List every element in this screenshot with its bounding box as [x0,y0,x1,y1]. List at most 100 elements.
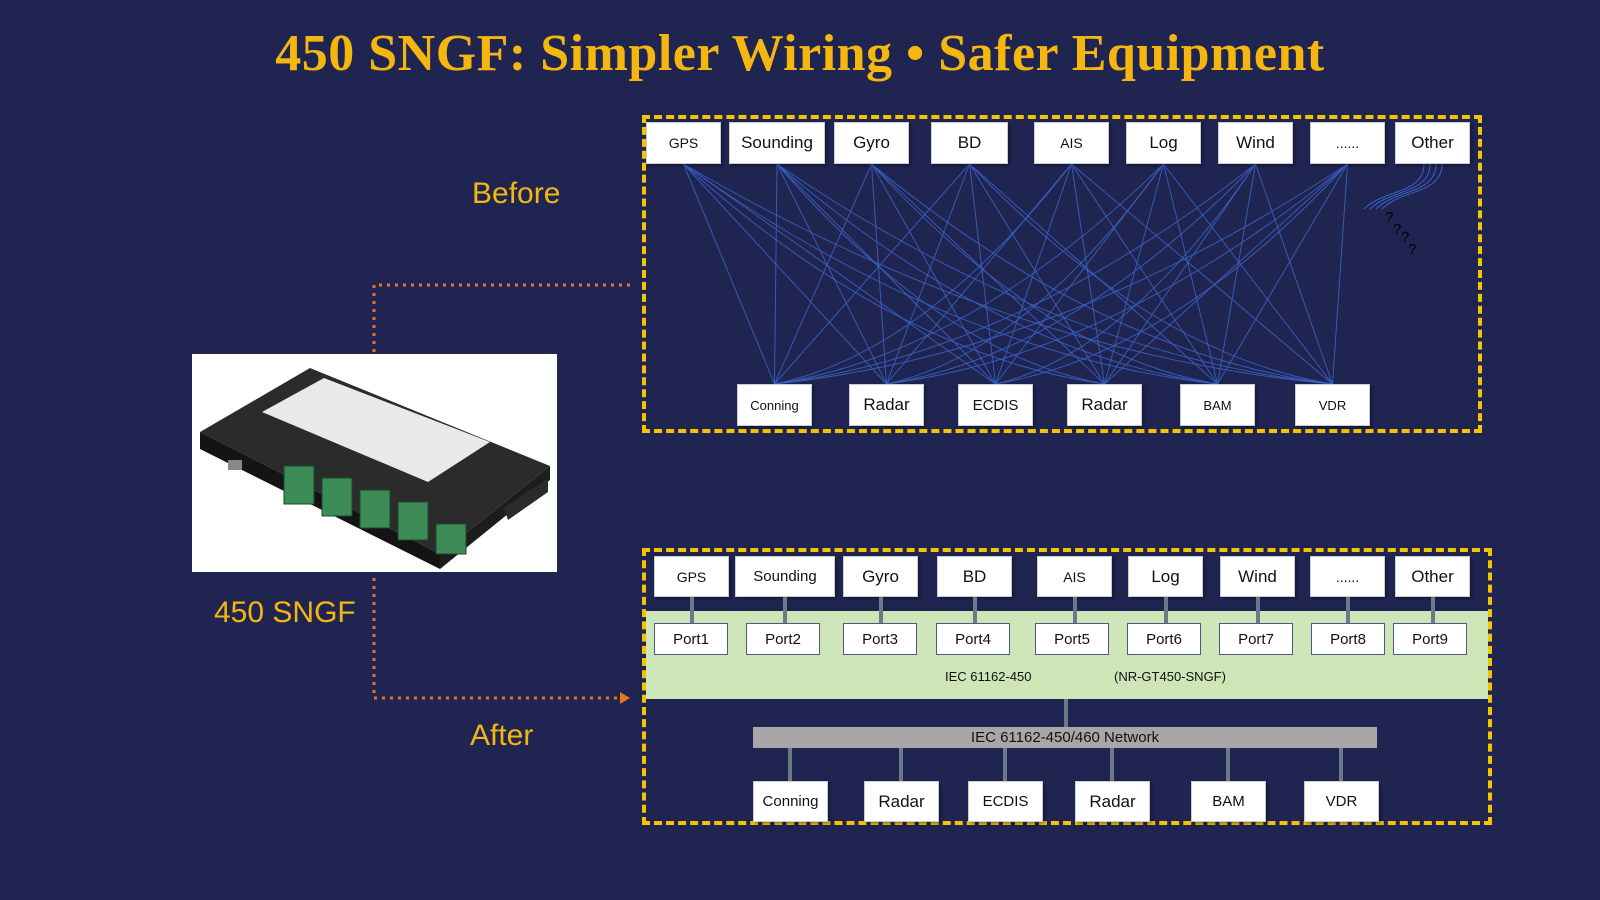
question-mark: ? [1401,229,1409,246]
sink-link [1226,748,1230,781]
device-label: 450 SNGF [214,596,356,629]
wire [683,163,1105,385]
sink-link [1110,748,1114,781]
gateway-port-2: Port2 [746,623,820,655]
wire [871,163,996,385]
after-source-bd: BD [937,556,1012,597]
before-source-gyro: Gyro [834,122,909,164]
after-sink-radar-3: Radar [1075,781,1150,822]
sink-link [1003,748,1007,781]
wire [683,163,775,385]
gateway-port-3: Port3 [843,623,917,655]
before-sink-ecdis-2: ECDIS [958,384,1033,426]
gateway-port-9: Port9 [1393,623,1467,655]
after-source-more-7: ...... [1310,556,1385,597]
before-diagram-frame [642,115,1482,433]
after-source-sounding: Sounding [735,556,835,597]
gateway-model: (NR-GT450-SNGF) [1114,669,1226,684]
wire [1071,163,1105,385]
after-diagram-frame [642,548,1492,825]
network-bar: IEC 61162-450/460 Network [753,727,1377,748]
gateway-port-5: Port5 [1035,623,1109,655]
wire [1071,163,1218,385]
before-source-log: Log [1126,122,1201,164]
before-sink-radar-1: Radar [849,384,924,426]
wire [886,163,970,385]
wire [683,163,1218,385]
wire [969,163,1105,385]
question-mark: ? [1408,241,1416,258]
gateway-port-6: Port6 [1127,623,1201,655]
wire [683,163,996,385]
before-source-bd: BD [931,122,1008,164]
gateway-port-7: Port7 [1219,623,1293,655]
wire [776,163,996,385]
wire [1217,163,1256,385]
after-source-wind: Wind [1220,556,1295,597]
after-source-gyro: Gyro [843,556,918,597]
after-sink-ecdis-2: ECDIS [968,781,1043,822]
sink-link [1339,748,1343,781]
wire [1071,163,1333,385]
wire [774,163,1256,385]
after-source-log: Log [1128,556,1203,597]
gateway-standard: IEC 61162-450 [945,669,1032,684]
wire [1104,163,1256,385]
after-source-other: Other [1395,556,1470,597]
before-source-sounding: Sounding [729,122,825,164]
sngf-device-image [192,354,557,572]
wire [886,163,1072,385]
sink-link [788,748,792,781]
wire [1217,163,1348,385]
source-link [1345,597,1350,623]
after-sink-radar-1: Radar [864,781,939,822]
gateway-uplink [1064,699,1068,727]
wire [776,163,1218,385]
before-sink-conning-0: Conning [737,384,812,426]
after-source-gps: GPS [654,556,729,597]
before-sink-vdr-5: VDR [1295,384,1370,426]
sink-link [899,748,903,781]
loose-wire [1375,163,1437,210]
wire [683,163,887,385]
wire [776,163,1105,385]
loose-wire [1363,163,1425,210]
source-link [689,597,694,623]
source-link [878,597,883,623]
after-sink-vdr-5: VDR [1304,781,1379,822]
wire [995,163,1348,385]
wire [1104,163,1348,385]
wire [1104,163,1164,385]
wire [774,163,778,385]
wire [776,163,1333,385]
question-mark: ? [1385,209,1393,226]
gateway-port-1: Port1 [654,623,728,655]
source-link [783,597,787,623]
wire [886,163,1256,385]
wire [871,163,1218,385]
gateway-port-8: Port8 [1311,623,1385,655]
source-link [1430,597,1435,623]
before-source-wind: Wind [1218,122,1293,164]
source-link [1163,597,1168,623]
source-link [972,597,977,623]
wire [995,163,1256,385]
source-link [1255,597,1260,623]
source-link [1072,597,1077,623]
after-sink-bam-4: BAM [1191,781,1266,822]
before-source-more-7: ...... [1310,122,1385,164]
wire [774,163,970,385]
wire [1255,163,1333,385]
wire [995,163,1164,385]
question-mark: ? [1393,221,1401,238]
loose-wire [1369,163,1431,210]
wire [886,163,1348,385]
before-label: Before [472,177,561,210]
before-sink-radar-3: Radar [1067,384,1142,426]
loose-wire [1381,163,1443,210]
wire [776,163,887,385]
before-sink-bam-4: BAM [1180,384,1255,426]
before-source-gps: GPS [646,122,721,164]
after-source-ais: AIS [1037,556,1112,597]
